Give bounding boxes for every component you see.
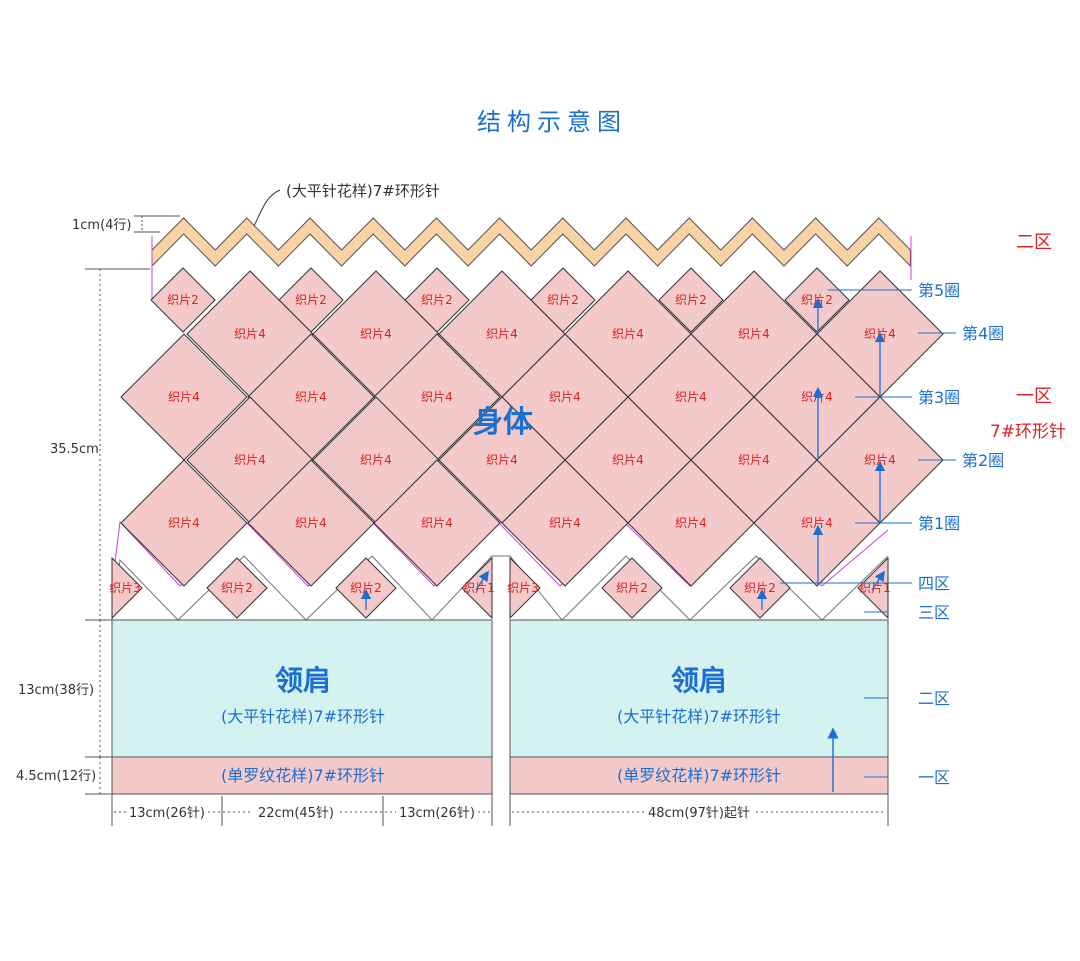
round-1: 第1圈 [918,514,960,533]
piece-r1-3 [373,459,501,587]
piece-r1-5 [627,459,755,587]
piece-r2-4-label: 织片4 [612,453,644,467]
round-2: 第2圈 [962,451,1004,470]
piece-bottom-1a-label: 织片1 [463,581,495,595]
piece-r4-1-label: 织片4 [234,327,266,341]
piece-bottom-2d [729,557,791,619]
yoke-left-rib [111,756,493,795]
piece-r3-6-label: 织片4 [801,390,833,404]
piece-r4-5-label: 织片4 [738,327,770,341]
piece-bottom-3b-label: 织片3 [507,581,539,595]
piece-r1-6-label: 织片4 [801,516,833,530]
side-needle: 7#环形针 [990,422,1066,442]
piece-bottom-2a-label: 织片2 [221,581,253,595]
dim-bottom-left: 13cm(26针) [129,806,205,821]
piece-bottom-3a-label: 织片3 [109,581,141,595]
piece-top-6-label: 织片2 [801,293,833,307]
top-band-label: (大平针花样)7#环形针 [286,182,440,200]
piece-bottom-2c [601,557,663,619]
piece-bottom-1b-label: 织片1 [859,581,891,595]
piece-r3-2-label: 织片4 [295,390,327,404]
dim-bottom-right: 13cm(26针) [399,806,475,821]
piece-r3-4-label: 织片4 [549,390,581,404]
piece-r3-1-label: 织片4 [168,390,200,404]
zone-4: 四区 [918,574,950,593]
yoke-right: 领肩 (大平针花样)7#环形针 (单罗纹花样)7#环形针 [509,619,889,795]
dim-bottom-total: 48cm(97针)起针 [648,806,750,821]
piece-r3-3-label: 织片4 [421,390,453,404]
piece-r4-3-label: 织片4 [486,327,518,341]
side-zone-1: 一区 [1016,386,1052,407]
piece-r2-5-label: 织片4 [738,453,770,467]
side-zone-2: 二区 [1016,232,1052,253]
round-leaders [780,289,956,778]
piece-bottom-3b [509,556,541,620]
piece-r2-3-label: 织片4 [486,453,518,467]
piece-r4-4-label: 织片4 [612,327,644,341]
dim-bottom-mid: 22cm(45针) [258,806,334,821]
piece-bottom-2c-label: 织片2 [616,581,648,595]
piece-r1-5-label: 织片4 [675,516,707,530]
yoke-right-pattern: (大平针花样)7#环形针 [617,707,781,726]
piece-top-2-label: 织片2 [295,293,327,307]
zone3-zigzag-bottom [111,555,889,621]
bottom-dimensions [111,794,889,826]
piece-bottom-3a [111,556,143,620]
diagram-title: 结构示意图 [477,108,627,136]
yoke-right-title: 领肩 [671,664,727,697]
piece-r1-1 [120,459,248,587]
zone-1: 一区 [918,768,950,787]
piece-r1-6 [753,459,881,587]
piece-top-1 [150,267,216,333]
yoke-left-rib-label: (单罗纹花样)7#环形针 [221,766,385,785]
zone-3: 三区 [918,603,950,622]
yoke-left-body [111,619,493,758]
piece-r1-3-label: 织片4 [421,516,453,530]
zone-2: 二区 [918,689,950,708]
piece-r3-5-label: 织片4 [675,390,707,404]
left-dimensions [85,215,180,795]
yoke-left-pattern: (大平针花样)7#环形针 [221,707,385,726]
piece-bottom-2b [335,557,397,619]
dim-rib-height: 4.5cm(12行) [16,769,96,784]
piece-r1-2 [247,459,375,587]
piece-r1-2-label: 织片4 [295,516,327,530]
top-zigzag-band [151,217,912,300]
piece-bottom-2a [206,557,268,619]
top-band-leader [253,189,281,227]
round-5: 第5圈 [918,281,960,300]
yoke-left-title: 领肩 [275,664,331,697]
yoke-right-body [509,619,889,758]
piece-bottom-2b-label: 织片2 [350,581,382,595]
piece-r2-1-label: 织片4 [234,453,266,467]
yoke-right-rib [509,756,889,795]
dim-yoke-height: 13cm(38行) [18,683,94,698]
body-label: 身体 [473,405,534,440]
piece-r1-1-label: 织片4 [168,516,200,530]
piece-top-5 [658,267,724,333]
pieces-layer: 织片2 织片2 织片2 织片2 织片2 织片2 织片4 织片4 织片4 织片4 织片4 织片4 织片4 织… [109,267,944,621]
piece-top-5-label: 织片2 [675,293,707,307]
piece-top-1-label: 织片2 [167,293,199,307]
piece-top-4-label: 织片2 [547,293,579,307]
piece-r1-4-label: 织片4 [549,516,581,530]
up-arrows [360,297,886,610]
piece-bottom-2d-label: 织片2 [744,581,776,595]
piece-top-3-label: 织片2 [421,293,453,307]
round-4: 第4圈 [962,324,1004,343]
zigzag-stripe [151,217,911,268]
piece-r2-6-label: 织片4 [864,453,896,467]
piece-r4-2-label: 织片4 [360,327,392,341]
yoke-right-rib-label: (单罗纹花样)7#环形针 [617,766,781,785]
dim-body-height: 35.5cm [50,442,99,457]
yoke-left: 领肩 (大平针花样)7#环形针 (单罗纹花样)7#环形针 [111,619,493,795]
piece-r2-2-label: 织片4 [360,453,392,467]
dim-top-band: 1cm(4行) [72,218,132,233]
round-3: 第3圈 [918,388,960,407]
piece-r1-4 [501,459,629,587]
